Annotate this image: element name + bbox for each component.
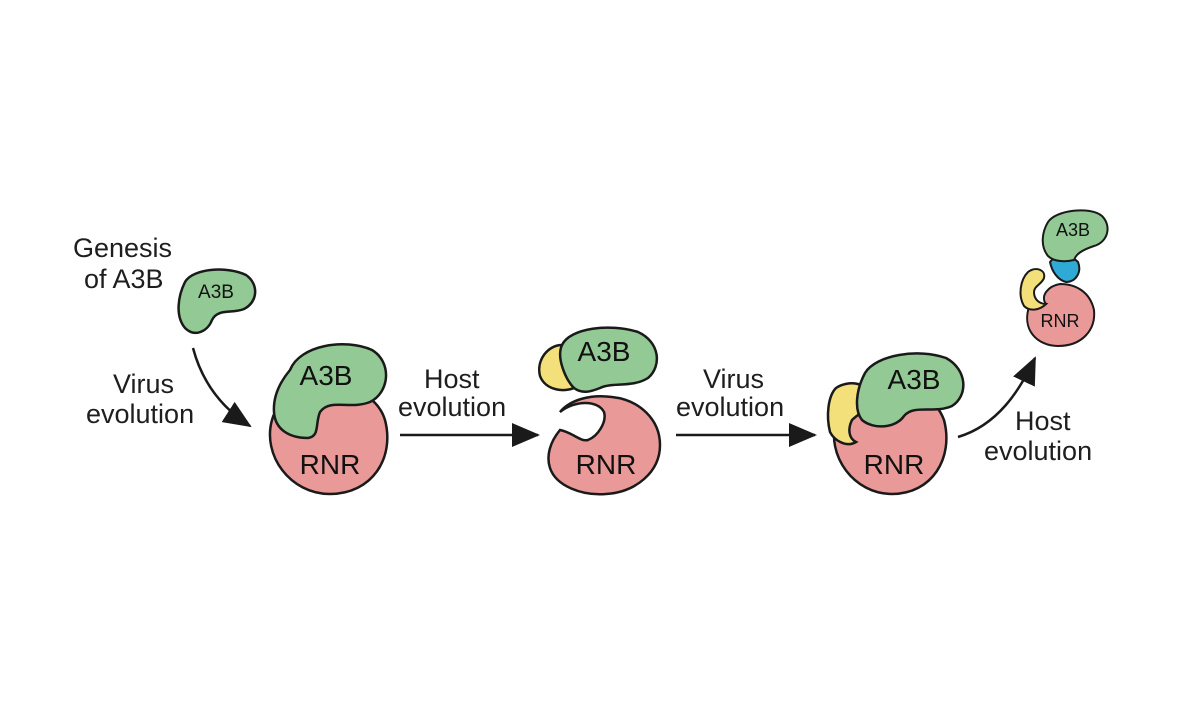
host-evolution-label-2-line1: Host (1015, 406, 1071, 436)
host-evolution-label-1-line1: Host (424, 364, 480, 394)
host-evolution-label-1-line2: evolution (398, 392, 506, 422)
a3b-protein (855, 352, 965, 428)
virus-evolution-arrow-1 (191, 347, 252, 428)
rnr-label: RNR (576, 449, 637, 480)
a3b-protein (272, 343, 388, 440)
a3b-label: A3B (888, 364, 941, 395)
viral-a3b-yellow-complex: A3B (537, 326, 659, 393)
rnr-protein (547, 395, 662, 496)
a3b-label: A3B (1056, 220, 1090, 240)
a3b-protein (1041, 209, 1109, 263)
rnr-yellow-complex: RNR (1019, 268, 1096, 348)
virus-evolution-label-2-line2: evolution (676, 392, 784, 422)
genesis-label-line1: Genesis (73, 233, 172, 263)
rnr-a3b-complex-1: A3B RNR (268, 343, 389, 496)
host-evolution-arrow-2 (957, 356, 1037, 439)
genesis-label-line2: of A3B (84, 264, 164, 294)
rnr-a3b-yellow-complex: A3B RNR (826, 352, 965, 496)
viral-yellow-protein (1019, 268, 1049, 311)
rnr-label: RNR (300, 449, 361, 480)
a3b-blue-complex: A3B (1041, 209, 1109, 284)
rnr-label: RNR (864, 449, 925, 480)
virus-evolution-label-1-line1: Virus (113, 369, 174, 399)
a3b-label: A3B (578, 336, 631, 367)
rnr-free-1: RNR (547, 395, 662, 496)
host-evolution-label-2-line2: evolution (984, 436, 1092, 466)
a3b-protein (558, 326, 659, 393)
a3b-free-label: A3B (198, 282, 234, 303)
a3b-free-protein: A3B (177, 268, 257, 335)
a3b-label: A3B (300, 360, 353, 391)
virus-evolution-label-1-line2: evolution (86, 399, 194, 429)
virus-evolution-label-2-line1: Virus (703, 364, 764, 394)
rnr-label: RNR (1041, 311, 1080, 331)
